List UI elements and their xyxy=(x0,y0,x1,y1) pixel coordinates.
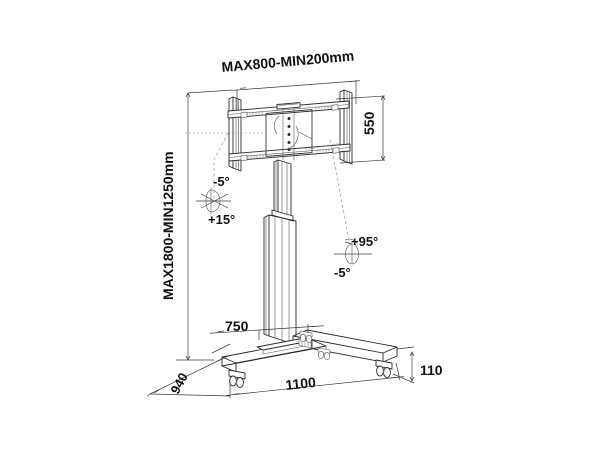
dimension-base-thickness xyxy=(392,346,415,384)
caster-rear-left xyxy=(299,330,313,344)
base-frame xyxy=(221,329,398,388)
label-tilt-down: +15° xyxy=(208,212,235,227)
label-swivel-left: -5° xyxy=(334,265,351,280)
dimension-base-depth xyxy=(146,343,231,397)
tv-mount-bracket xyxy=(227,89,353,172)
label-swivel-right: +95° xyxy=(351,234,378,249)
angle-diagram-tilt xyxy=(185,132,266,215)
dimension-overall-height xyxy=(176,89,234,361)
caster-rear-right xyxy=(375,359,393,378)
vesa-holes xyxy=(287,117,291,151)
label-base-width: 1100 xyxy=(285,374,317,393)
label-base-thickness: 110 xyxy=(420,362,443,378)
angle-diagram-swivel xyxy=(304,139,372,265)
label-base-depth: 940 xyxy=(167,370,190,396)
label-tilt-up: -5° xyxy=(213,174,230,189)
dimension-base-width xyxy=(225,362,405,398)
dimension-base-inner-width xyxy=(209,324,325,340)
dimension-top-width xyxy=(232,80,361,112)
caster-front-right xyxy=(317,347,331,361)
label-base-inner-width: 750 xyxy=(225,318,249,334)
label-top-width: MAX800-MIN200mm xyxy=(221,47,355,75)
caster-front-left xyxy=(228,369,246,388)
label-overall-height: MAX1800-MIN1250mm xyxy=(160,151,176,300)
label-bracket-height: 550 xyxy=(361,111,377,135)
telescopic-column xyxy=(263,159,297,346)
